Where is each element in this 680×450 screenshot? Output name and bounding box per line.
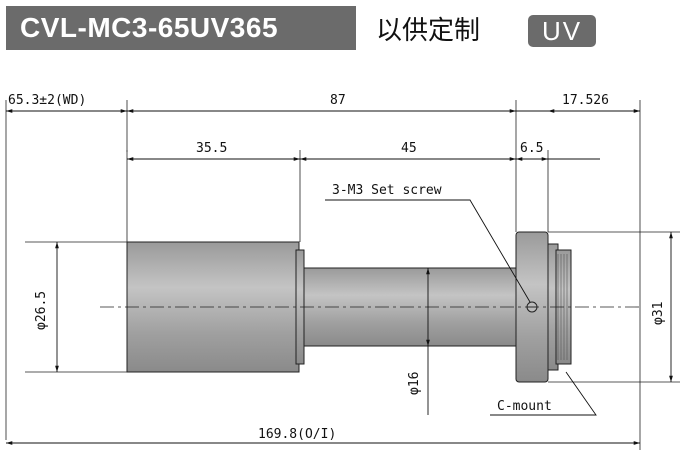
set-screw-leader [325, 199, 531, 303]
c-mount-leader [490, 371, 597, 416]
barrel-diameter-dimension: φ16 [407, 372, 422, 395]
model-title: CVL-MC3-65UV365 [6, 6, 356, 50]
c-mount-label: C-mount [497, 399, 552, 414]
middle-section-dimension: 45 [401, 141, 417, 156]
flange-dimension: 17.526 [562, 93, 609, 108]
set-screw-label: 3-M3 Set screw [332, 183, 442, 198]
extension-lines [5, 100, 680, 450]
front-section-dimension: 35.5 [196, 141, 227, 156]
wd-dimension: 65.3±2(WD) [8, 93, 86, 108]
mount-section-dimension: 6.5 [520, 141, 543, 156]
mount-diameter-dimension: φ31 [651, 302, 666, 325]
total-length-dimension: 87 [330, 93, 346, 108]
oi-dimension: 169.8(O/I) [258, 427, 336, 442]
customizable-label: 以供定制 [376, 16, 481, 46]
uv-badge: UV [528, 15, 596, 47]
front-diameter-dimension: φ26.5 [34, 291, 49, 330]
